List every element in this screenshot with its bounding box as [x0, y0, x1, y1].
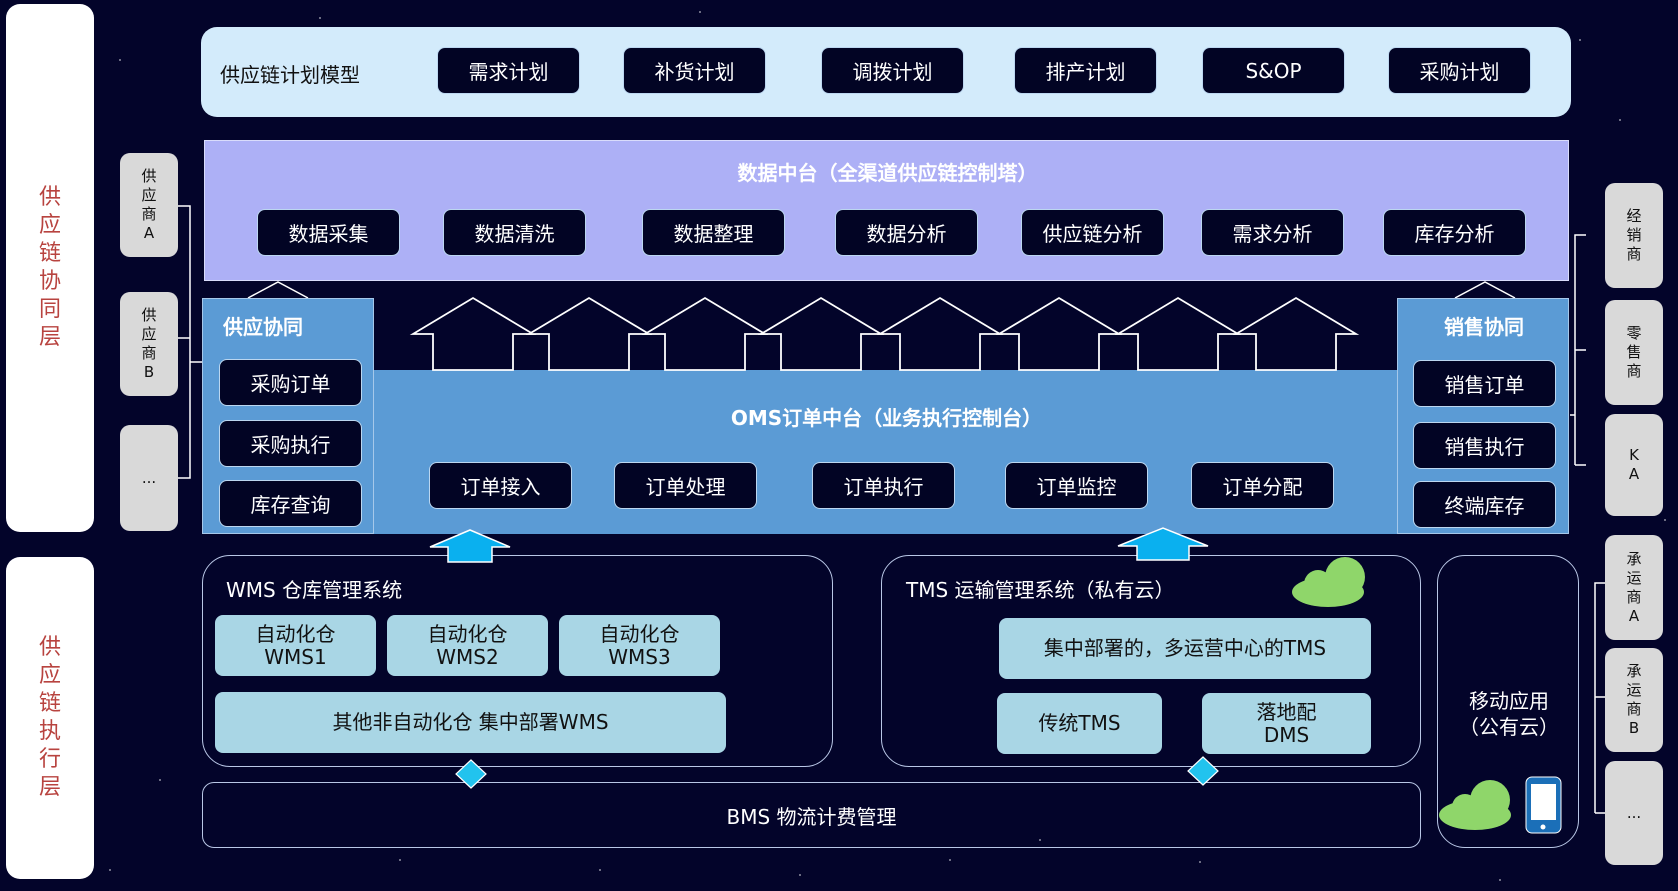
- order-execution[interactable]: 订单执行: [812, 462, 955, 509]
- diamond-tms: [1187, 756, 1219, 786]
- data-organizing[interactable]: 数据整理: [642, 209, 785, 256]
- customer-retailer: 零售商: [1605, 300, 1663, 405]
- data-platform-panel: 数据中台（全渠道供应链控制塔） 数据采集 数据清洗 数据整理 数据分析 供应链分…: [204, 140, 1569, 281]
- data-collection[interactable]: 数据采集: [257, 209, 400, 256]
- sales-execution[interactable]: 销售执行: [1413, 422, 1556, 469]
- order-monitoring[interactable]: 订单监控: [1005, 462, 1148, 509]
- planning-model-title: 供应链计划模型: [220, 63, 360, 87]
- plan-production[interactable]: 排产计划: [1014, 47, 1157, 94]
- sales-order[interactable]: 销售订单: [1413, 360, 1556, 407]
- bms-label: BMS 物流计费管理: [726, 804, 897, 829]
- planning-model-panel: 供应链计划模型 需求计划 补货计划 调拨计划 排产计划 S&OP 采购计划: [201, 27, 1571, 117]
- plan-purchase[interactable]: 采购计划: [1388, 47, 1531, 94]
- supplier-more: ...: [120, 425, 178, 531]
- supplier-b: 供应商B: [120, 292, 178, 396]
- order-allocation[interactable]: 订单分配: [1191, 462, 1334, 509]
- diamond-wms: [455, 759, 487, 789]
- collaboration-layer-text: 供应链协同层: [38, 185, 61, 350]
- carrier-more: ...: [1605, 761, 1663, 865]
- carrier-b: 承运商B: [1605, 648, 1663, 752]
- mobile-app-group: 移动应用（公有云）: [1437, 555, 1579, 848]
- tms-traditional[interactable]: 传统TMS: [997, 693, 1162, 754]
- execution-layer-label: 供应链执行层: [6, 557, 94, 879]
- plan-sop[interactable]: S&OP: [1202, 47, 1345, 94]
- plan-replenishment[interactable]: 补货计划: [623, 47, 766, 94]
- carrier-a: 承运商A: [1605, 535, 1663, 640]
- inventory-analysis[interactable]: 库存分析: [1383, 209, 1526, 256]
- data-platform-title: 数据中台（全渠道供应链控制塔）: [737, 161, 1038, 185]
- oms-panel: OMS订单中台（业务执行控制台） 订单接入 订单处理 订单执行 订单监控 订单分…: [204, 370, 1569, 534]
- inventory-query[interactable]: 库存查询: [219, 480, 362, 527]
- oms-title: OMS订单中台（业务执行控制台）: [730, 406, 1043, 430]
- order-processing[interactable]: 订单处理: [614, 462, 757, 509]
- wms-centralized[interactable]: 其他非自动化仓 集中部署WMS: [215, 692, 726, 753]
- mobile-app-label: 移动应用（公有云）: [1459, 689, 1559, 739]
- supply-collab-title: 供应协同: [223, 315, 303, 339]
- collaboration-layer-label: 供应链协同层: [6, 4, 94, 532]
- demand-analysis[interactable]: 需求分析: [1201, 209, 1344, 256]
- sales-collab-panel: 销售协同 销售订单 销售执行 终端库存: [1397, 298, 1569, 534]
- data-cleansing[interactable]: 数据清洗: [443, 209, 586, 256]
- tms-group: TMS 运输管理系统（私有云） 集中部署的，多运营中心的TMS 传统TMS 落地…: [881, 555, 1421, 767]
- tms-title: TMS 运输管理系统（私有云）: [906, 578, 1175, 602]
- data-analysis[interactable]: 数据分析: [835, 209, 978, 256]
- bms-bar: BMS 物流计费管理: [202, 782, 1421, 848]
- wms-title: WMS 仓库管理系统: [226, 578, 403, 602]
- cloud-icon-mobile: [1439, 780, 1511, 830]
- sales-collab-title: 销售协同: [1444, 315, 1524, 339]
- cyan-arrow-tms: [1117, 527, 1209, 561]
- purchase-order[interactable]: 采购订单: [219, 359, 362, 406]
- cloud-icon: [1292, 557, 1365, 607]
- tms-centralized[interactable]: 集中部署的，多运营中心的TMS: [999, 618, 1371, 679]
- customer-ka: KA: [1605, 414, 1663, 516]
- execution-layer-text: 供应链执行层: [38, 635, 61, 800]
- supply-chain-analysis[interactable]: 供应链分析: [1021, 209, 1164, 256]
- plan-demand[interactable]: 需求计划: [437, 47, 580, 94]
- supply-collab-panel: 供应协同 采购订单 采购执行 库存查询: [202, 298, 374, 534]
- purchase-execution[interactable]: 采购执行: [219, 420, 362, 467]
- customer-distributor: 经销商: [1605, 183, 1663, 288]
- cyan-arrow-wms: [429, 529, 511, 563]
- phone-icon: [1525, 776, 1562, 834]
- terminal-inventory[interactable]: 终端库存: [1413, 481, 1556, 528]
- order-intake[interactable]: 订单接入: [429, 462, 572, 509]
- plan-transfer[interactable]: 调拨计划: [821, 47, 964, 94]
- supplier-a: 供应商A: [120, 153, 178, 257]
